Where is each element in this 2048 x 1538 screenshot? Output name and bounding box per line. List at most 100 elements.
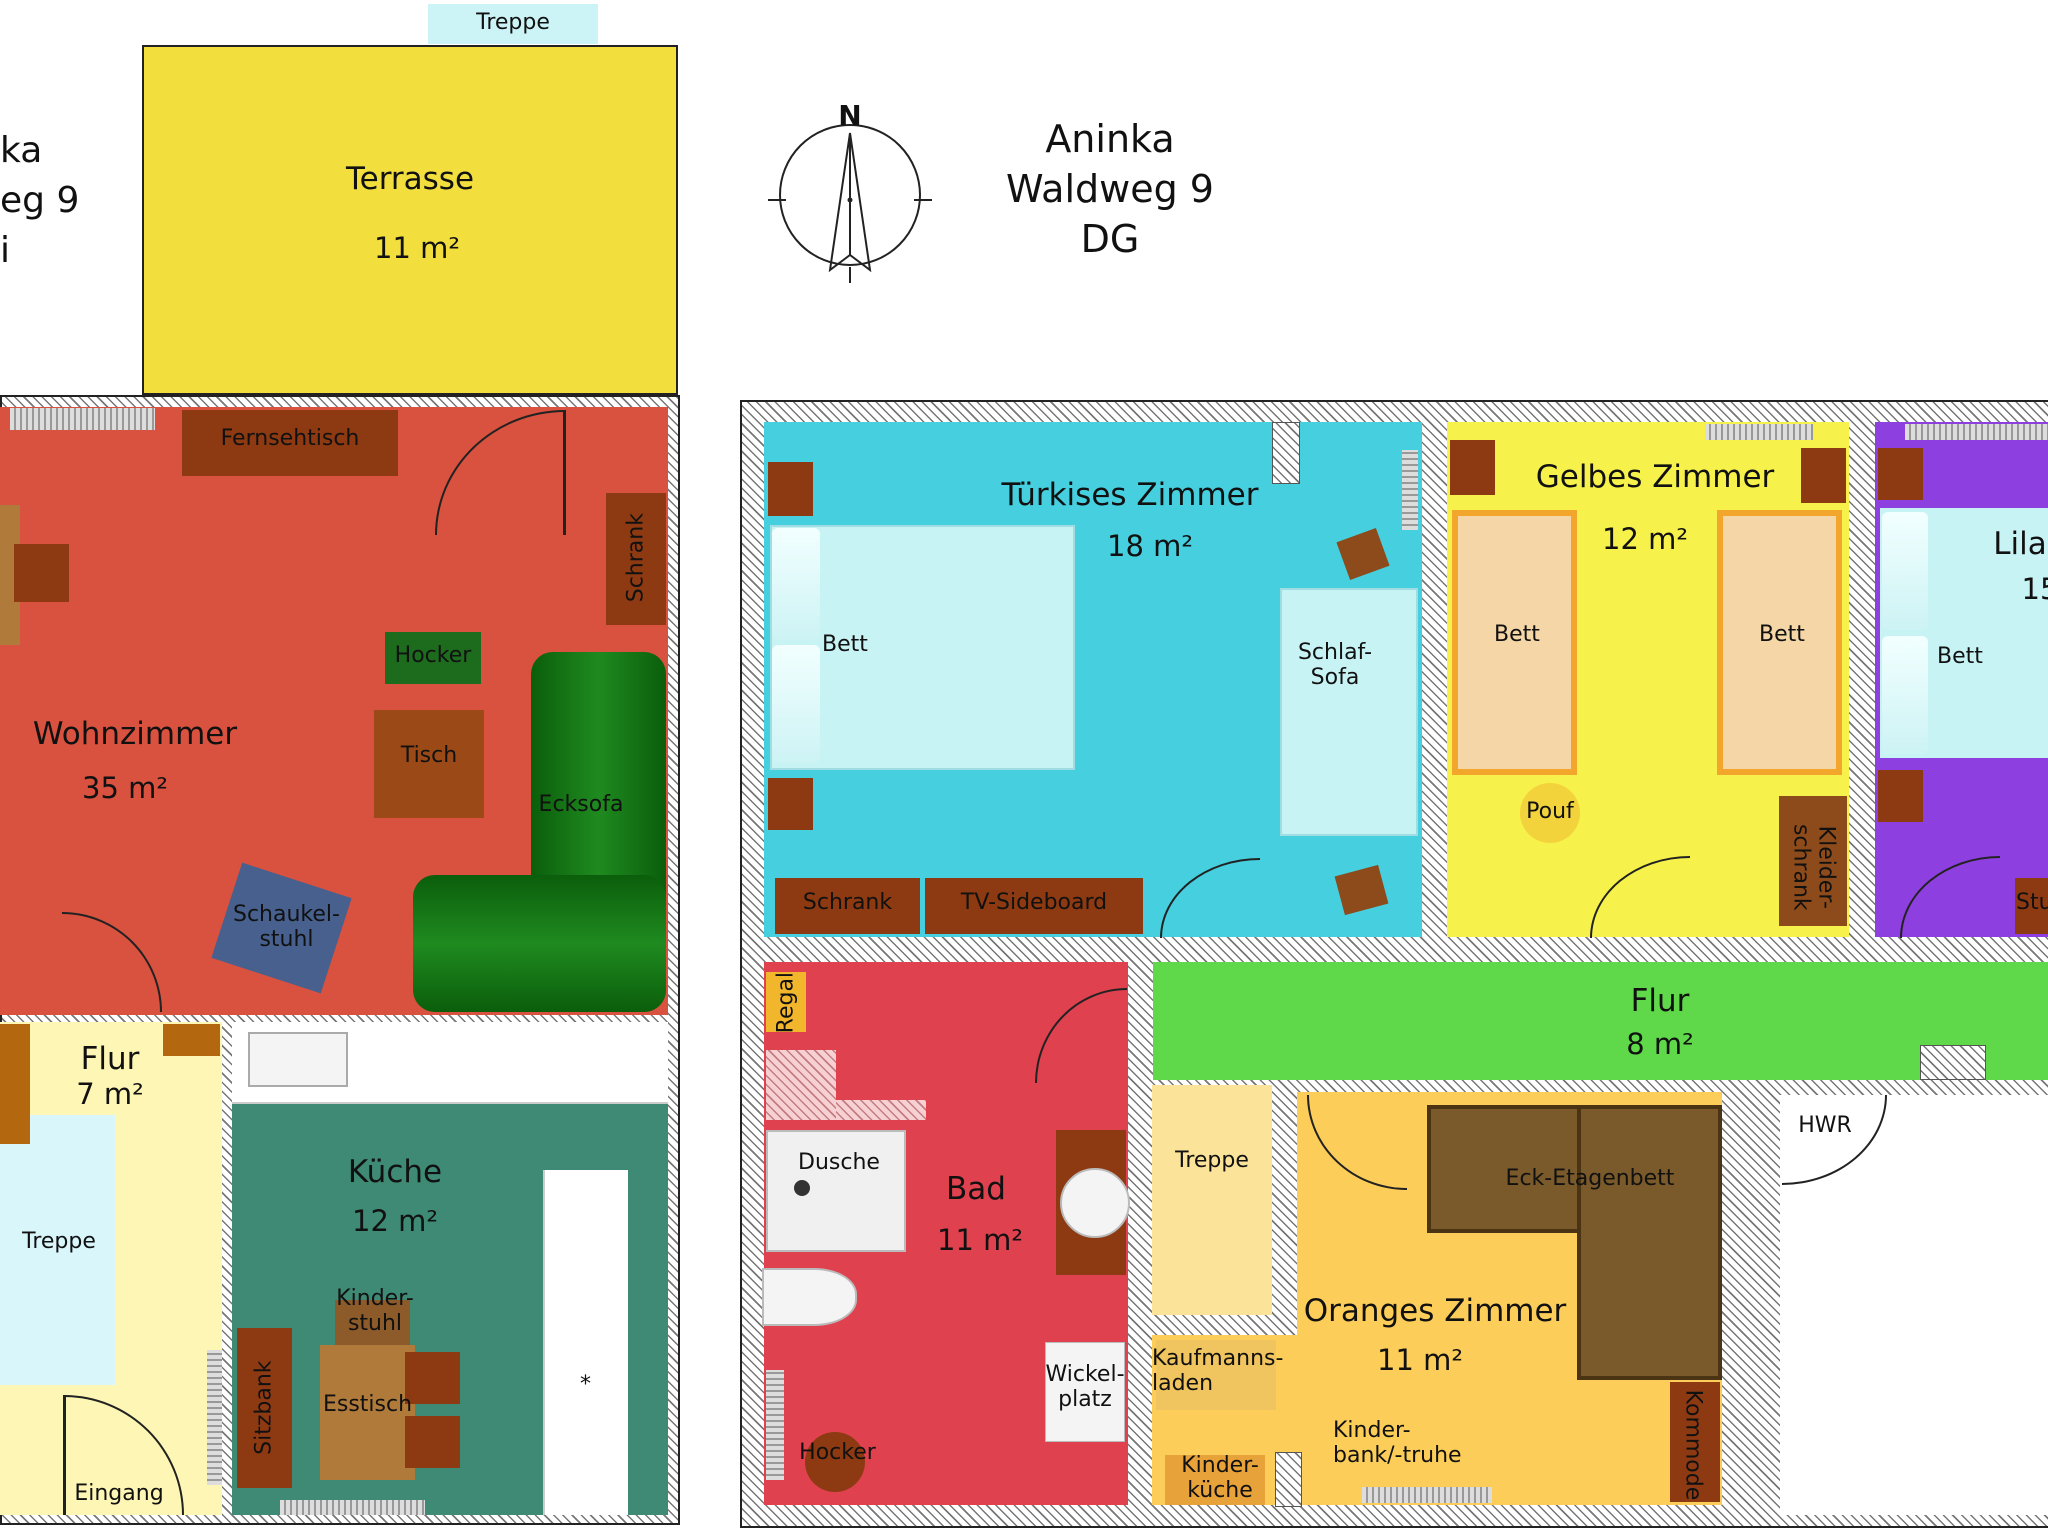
turq-pillar (1272, 422, 1300, 484)
turq-nightstand-top (768, 462, 813, 516)
bath-radiator (766, 1370, 784, 1480)
clothes-cupboard-label-text: Kleider- schrank (1788, 823, 1839, 911)
play-shop-label: Kaufmanns- laden (1152, 1346, 1307, 1397)
living-table (374, 710, 484, 818)
yellow-nightstand-right (1801, 448, 1846, 503)
left-hall-area: 7 m² (76, 1077, 144, 1111)
bath-step-2 (836, 1100, 926, 1120)
tv-sideboard (925, 878, 1143, 934)
lilac-chair-label: Stu (2016, 890, 2048, 915)
play-shop-label-text: Kaufmanns- laden (1152, 1346, 1284, 1397)
left-title-line2: eg 9 (0, 180, 80, 221)
left-title-line1: ka (0, 130, 43, 171)
living-wardrobe (606, 493, 666, 625)
bench-label: Sitzbank (251, 1360, 277, 1455)
dresser (1670, 1382, 1720, 1502)
yellow-bed-right (1717, 510, 1842, 775)
kids-bench-label: Kinder- bank/-truhe (1333, 1418, 1493, 1469)
living-door-leaf (563, 410, 566, 535)
living-table-label: Tisch (400, 743, 458, 768)
changing-table-label-text: Wickel- platz (1045, 1362, 1125, 1413)
entrance-door-leaf (63, 1395, 66, 1515)
turquoise-area: 18 m² (1107, 529, 1193, 563)
tv-table-label: Fernsehtisch (220, 426, 360, 451)
yellow-bed-left-label: Bett (1494, 622, 1540, 647)
bath-step-1 (766, 1050, 836, 1120)
bench (237, 1328, 292, 1488)
utility-room (1780, 1095, 2048, 1515)
sofa-bed-label: Schlaf- Sofa (1280, 640, 1390, 691)
kitchen-counter-right (543, 1170, 628, 1515)
lilac-nightstand-bottom (1878, 770, 1923, 822)
bunk-bed-label: Eck-Etagenbett (1505, 1166, 1675, 1191)
washbasin (1060, 1168, 1130, 1238)
child-chair (335, 1300, 410, 1345)
yellow-bed-left (1452, 510, 1577, 775)
kitchen-star: * (580, 1372, 591, 1397)
terrace-area: 11 m² (374, 231, 460, 265)
lilac-chair (2015, 878, 2048, 934)
bath-name: Bad (946, 1171, 1006, 1207)
sofa-bed-label-text: Schlaf- Sofa (1297, 640, 1373, 691)
hall-stairs (0, 1115, 115, 1385)
bath-stool (805, 1432, 865, 1492)
corner-sofa-horizontal (413, 875, 666, 1012)
shower-label: Dusche (798, 1150, 880, 1175)
yellow-nightstand-left (1450, 440, 1495, 495)
pouf (1520, 783, 1580, 843)
hall-cabinet-right (163, 1024, 220, 1056)
changing-table-label: Wickel- platz (1040, 1362, 1130, 1413)
orange-pillar (1275, 1452, 1302, 1507)
lilac-pillow-2 (1882, 636, 1928, 754)
rocking-chair-label: Schaukel- stuhl (224, 902, 349, 953)
child-chair-label-text: Kinder- stuhl (336, 1286, 414, 1337)
turq-pillow-2 (772, 645, 820, 763)
compass-north-label: N (838, 99, 862, 132)
left-hall-name: Flur (80, 1041, 140, 1077)
right-stairs (1152, 1085, 1272, 1315)
right-hall-room (1153, 962, 2048, 1080)
orange-name: Oranges Zimmer (1303, 1293, 1567, 1329)
play-kitchen-label-text: Kinder- küche (1181, 1453, 1259, 1504)
corner-sofa-label: Ecksofa (538, 792, 624, 817)
kids-bench-label-text: Kinder- bank/-truhe (1333, 1418, 1462, 1469)
living-radiator (10, 408, 155, 430)
yellow-name: Gelbes Zimmer (1535, 459, 1775, 495)
living-name: Wohnzimmer (32, 716, 238, 752)
lilac-bed-label: Bett (1937, 644, 1983, 669)
changing-table (1045, 1342, 1125, 1442)
turq-wardrobe (775, 878, 920, 934)
living-area: 35 m² (82, 771, 168, 805)
left-title-line3: i (0, 230, 11, 271)
yellow-bed-right-label: Bett (1759, 622, 1805, 647)
living-wardrobe-label: Schrank (623, 513, 649, 603)
bath-shelf-label: Regal (773, 971, 799, 1034)
lilac-name: Lila (1993, 526, 2047, 562)
hall-cabinet-left (0, 1024, 30, 1144)
turq-nightstand-bottom (768, 778, 813, 830)
terrace-room (142, 45, 678, 395)
turq-bed (770, 525, 1075, 770)
tv-sideboard-label: TV-Sideboard (960, 890, 1108, 915)
right-title-line3: DG (1080, 217, 1140, 261)
kitchen-name: Küche (347, 1154, 443, 1190)
kitchen-radiator (280, 1500, 425, 1515)
utility-label: HWR (1798, 1113, 1852, 1138)
right-hall-area: 8 m² (1626, 1027, 1694, 1061)
hall-radiator (207, 1350, 222, 1485)
dresser-label: Kommode (1680, 1389, 1706, 1501)
kitchen-sink (248, 1032, 348, 1087)
kitchen-area: 12 m² (352, 1204, 438, 1238)
rocking-chair-label-text: Schaukel- stuhl (233, 902, 340, 953)
right-title-line1: Aninka (1045, 117, 1175, 161)
lilac-area: 15 (2021, 572, 2048, 606)
lilac-pillow-1 (1882, 512, 1928, 630)
play-kitchen-label: Kinder- küche (1165, 1453, 1275, 1504)
yellow-area: 12 m² (1602, 522, 1688, 556)
child-chair-label: Kinder- stuhl (320, 1286, 430, 1337)
turquoise-name: Türkises Zimmer (1001, 477, 1259, 513)
sofa-bed (1280, 588, 1418, 836)
bath-stool-label: Hocker (799, 1440, 876, 1465)
turq-wardrobe-label: Schrank (802, 890, 893, 915)
clothes-cupboard (1779, 796, 1847, 926)
